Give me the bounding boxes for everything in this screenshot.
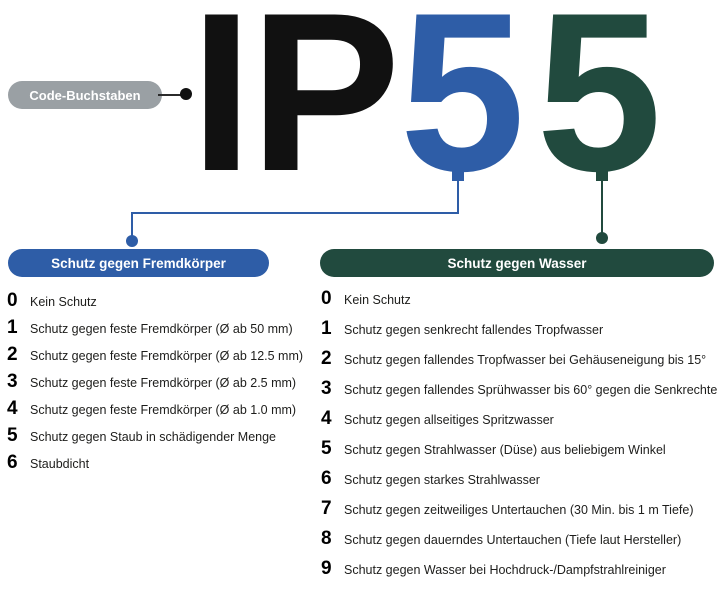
item-label: Schutz gegen fallendes Sprühwasser bis 6… [344,383,718,397]
list-item: 3 Schutz gegen fallendes Sprühwasser bis… [321,378,717,408]
ip-first-digit: 5 [399,0,526,218]
item-label: Schutz gegen feste Fremdkörper (Ø ab 2.5… [30,376,297,390]
item-number: 2 [321,348,332,369]
item-label: Schutz gegen fallendes Tropfwasser bei G… [344,353,707,367]
item-number: 9 [321,558,332,579]
item-label: Kein Schutz [344,293,411,307]
item-label: Schutz gegen allseitiges Spritzwasser [344,413,554,427]
item-label: Schutz gegen feste Fremdkörper (Ø ab 12.… [30,349,304,363]
connector-dot-solid [126,235,138,247]
list-item: 3 Schutz gegen feste Fremdkörper (Ø ab 2… [7,371,307,398]
list-item: 4 Schutz gegen feste Fremdkörper (Ø ab 1… [7,398,307,425]
ip-code: IP55 [190,0,662,205]
list-item: 4 Schutz gegen allseitiges Spritzwasser [321,408,717,438]
connector-line-water-v [601,181,603,234]
connector-line-solid-v2 [131,214,133,238]
item-number: 3 [7,371,18,392]
item-label: Schutz gegen feste Fremdkörper (Ø ab 1.0… [30,403,297,417]
ip-code-letters: IP [190,0,401,218]
solid-protection-list: 0 Kein Schutz 1 Schutz gegen feste Fremd… [7,290,307,479]
item-number: 1 [7,317,18,338]
list-item: 2 Schutz gegen fallendes Tropfwasser bei… [321,348,717,378]
item-label: Staubdicht [30,457,90,471]
item-label: Schutz gegen feste Fremdkörper (Ø ab 50 … [30,322,293,336]
connector-square-water [596,169,608,181]
item-label: Schutz gegen Wasser bei Hochdruck-/Dampf… [344,563,666,577]
item-number: 0 [7,290,18,311]
item-number: 7 [321,498,332,519]
solid-protection-banner: Schutz gegen Fremdkörper [8,249,269,277]
connector-line-solid-v1 [457,181,459,214]
list-item: 1 Schutz gegen feste Fremdkörper (Ø ab 5… [7,317,307,344]
item-label: Schutz gegen starkes Strahlwasser [344,473,540,487]
list-item: 8 Schutz gegen dauerndes Untertauchen (T… [321,528,717,558]
list-item: 5 Schutz gegen Staub in schädigender Men… [7,425,307,452]
item-label: Schutz gegen senkrecht fallendes Tropfwa… [344,323,604,337]
item-number: 0 [321,288,332,309]
list-item: 7 Schutz gegen zeitweiliges Untertauchen… [321,498,717,528]
list-item: 2 Schutz gegen feste Fremdkörper (Ø ab 1… [7,344,307,371]
connector-line-code [158,94,184,96]
item-number: 6 [321,468,332,489]
ip-second-digit: 5 [536,0,662,218]
list-item: 5 Schutz gegen Strahlwasser (Düse) aus b… [321,438,717,468]
item-number: 3 [321,378,332,399]
item-number: 5 [321,438,332,459]
list-item: 0 Kein Schutz [321,288,717,318]
water-protection-banner: Schutz gegen Wasser [320,249,714,277]
connector-line-solid-h [131,212,459,214]
item-number: 1 [321,318,332,339]
list-item: 6 Staubdicht [7,452,307,479]
list-item: 9 Schutz gegen Wasser bei Hochdruck-/Dam… [321,558,717,588]
item-number: 5 [7,425,18,446]
code-letters-badge: Code-Buchstaben [8,81,162,109]
item-number: 4 [321,408,332,429]
item-label: Schutz gegen dauerndes Untertauchen (Tie… [344,533,682,547]
list-item: 0 Kein Schutz [7,290,307,317]
item-label: Schutz gegen Staub in schädigender Menge [30,430,277,444]
connector-dot-code [180,88,192,100]
item-label: Schutz gegen zeitweiliges Untertauchen (… [344,503,694,517]
item-number: 6 [7,452,18,473]
item-label: Schutz gegen Strahlwasser (Düse) aus bel… [344,443,666,457]
connector-dot-water [596,232,608,244]
item-number: 2 [7,344,18,365]
list-item: 6 Schutz gegen starkes Strahlwasser [321,468,717,498]
item-label: Kein Schutz [30,295,97,309]
list-item: 1 Schutz gegen senkrecht fallendes Tropf… [321,318,717,348]
item-number: 4 [7,398,18,419]
water-protection-list: 0 Kein Schutz 1 Schutz gegen senkrecht f… [321,288,717,588]
item-number: 8 [321,528,332,549]
connector-square-solid [452,169,464,181]
